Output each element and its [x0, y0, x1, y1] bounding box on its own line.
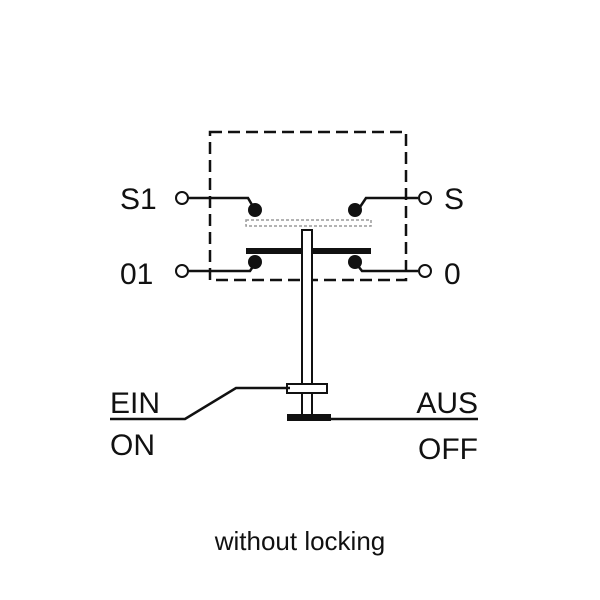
contact-dot-s	[348, 203, 362, 217]
contact-line-s	[356, 196, 418, 211]
actuator-base	[287, 414, 331, 421]
terminal-label-01: 01	[120, 258, 153, 291]
label-ein: EIN	[110, 387, 160, 420]
label-off: OFF	[418, 433, 478, 466]
contact-dot-0	[348, 255, 362, 269]
terminal-label-s: S	[444, 183, 464, 216]
label-on: ON	[110, 429, 155, 462]
terminal-circle-0	[418, 264, 432, 278]
caption: without locking	[214, 526, 386, 556]
ein-lever-line	[110, 386, 290, 421]
terminal-label-s1: S1	[120, 183, 157, 216]
contact-line-s1	[188, 196, 257, 211]
contact-line-0	[354, 261, 418, 273]
terminal-circle-s	[418, 191, 432, 205]
label-aus: AUS	[416, 387, 478, 420]
terminal-circle-s1	[175, 191, 189, 205]
terminal-circle-01	[175, 264, 189, 278]
contact-dot-s1	[248, 203, 262, 217]
terminal-label-0: 0	[444, 258, 461, 291]
upper-bridge-dotted	[245, 219, 372, 227]
contact-line-01	[188, 261, 258, 273]
actuator-collar	[286, 383, 328, 394]
contact-dot-01	[248, 255, 262, 269]
